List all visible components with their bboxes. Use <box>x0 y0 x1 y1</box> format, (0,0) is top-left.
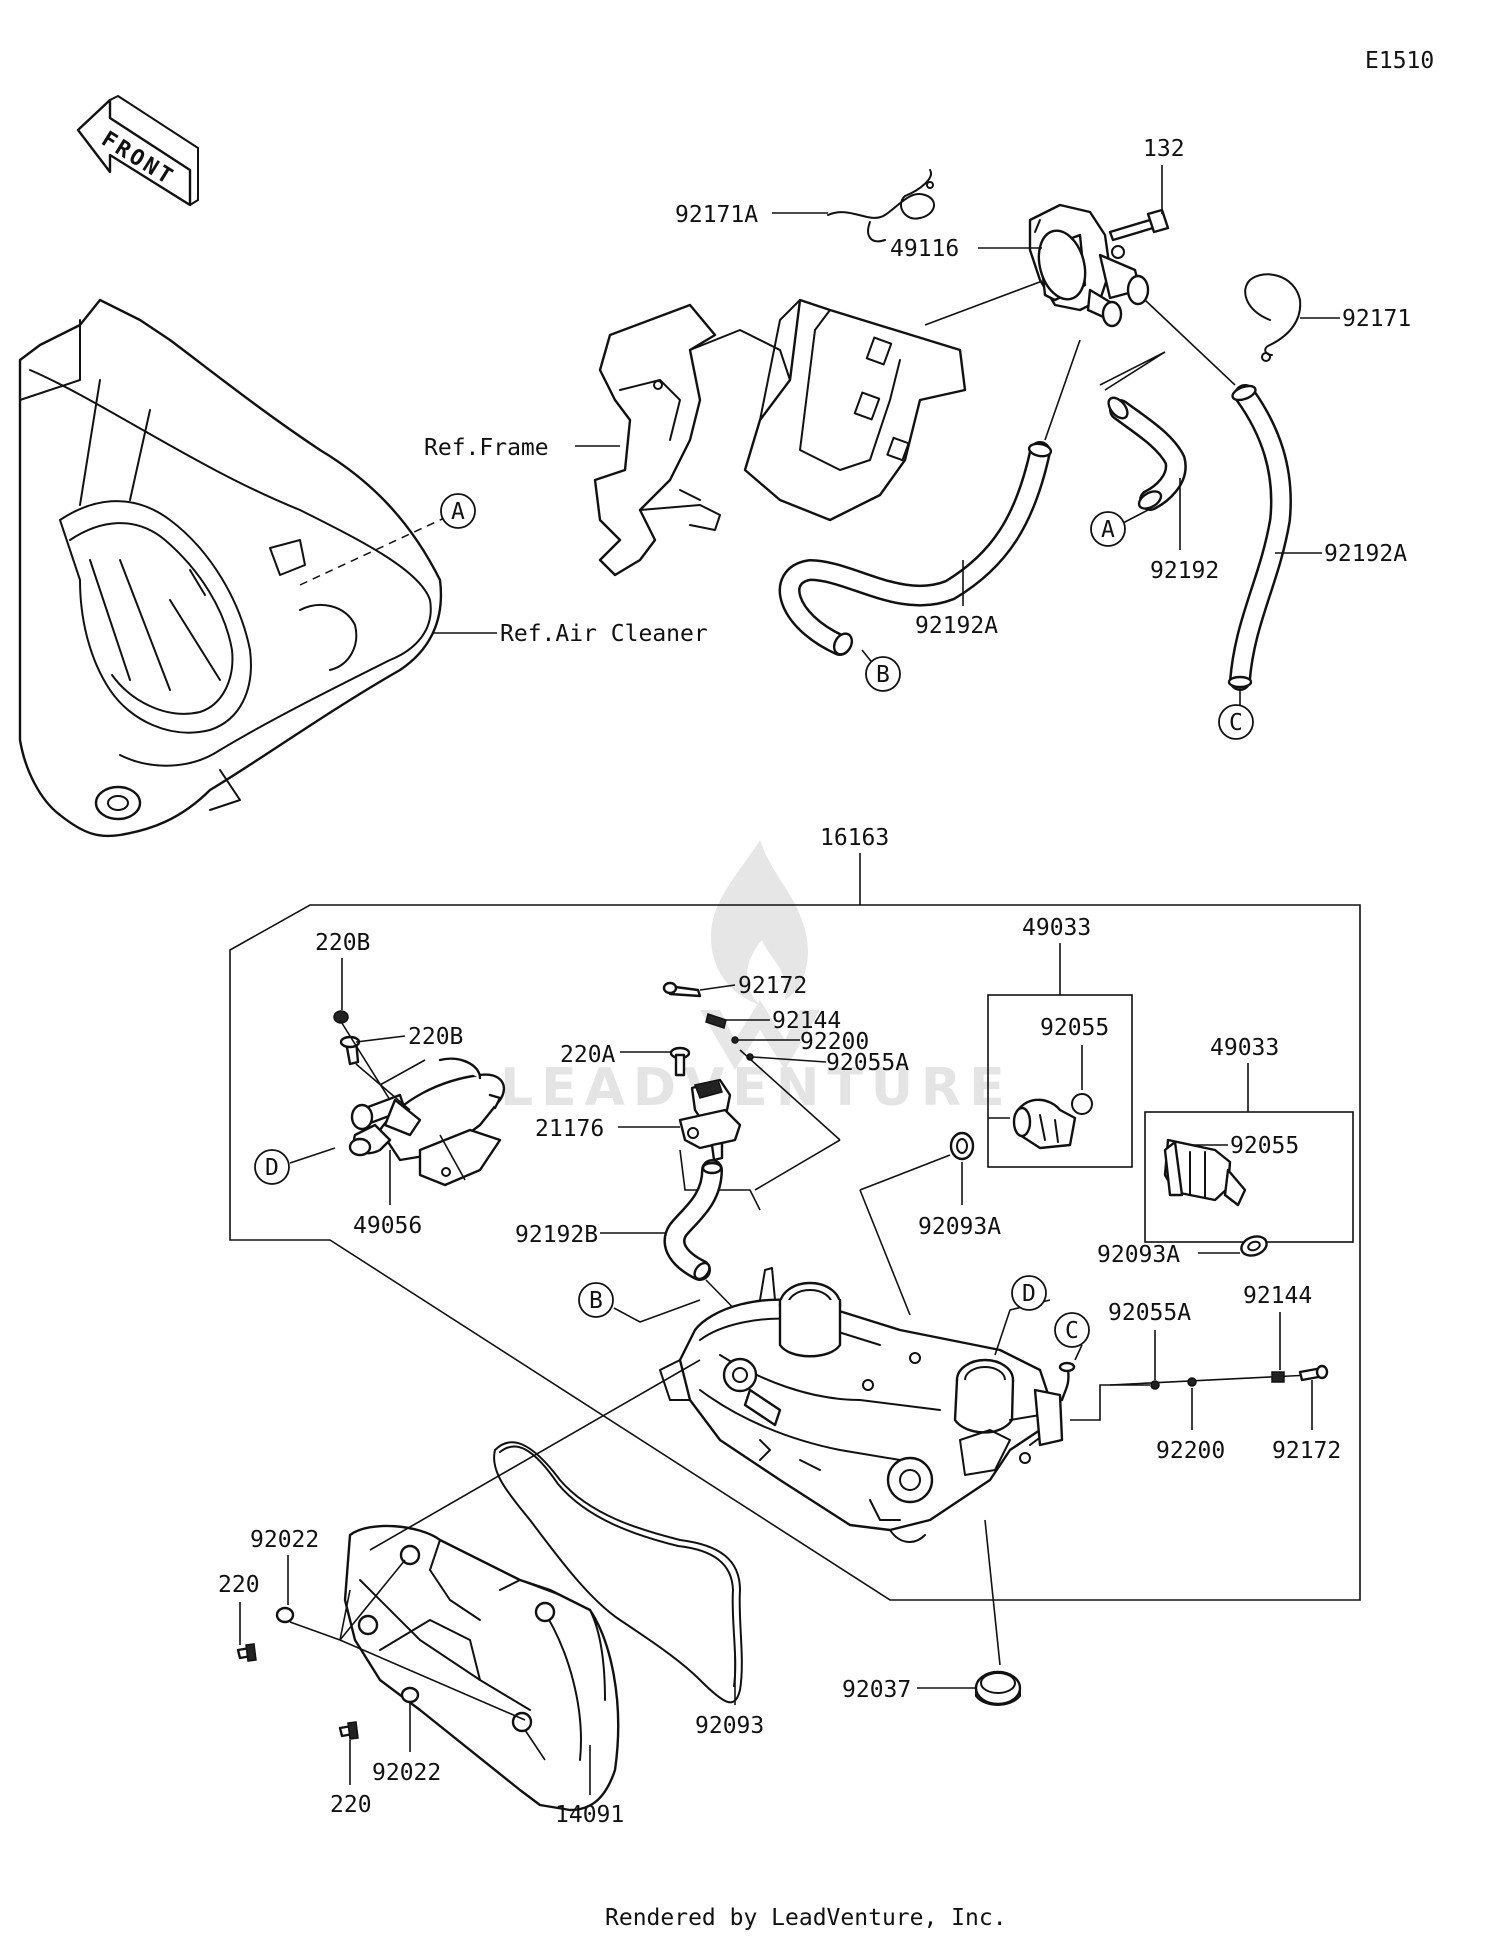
part-92171: 92171 <box>1342 306 1411 332</box>
injector-right <box>1163 1138 1247 1207</box>
part-220-bottom: 220 <box>330 1792 372 1818</box>
clip-92171a <box>827 169 935 243</box>
o-ring-92055a-right <box>1150 1380 1160 1390</box>
screw-220-bottom <box>338 1721 359 1740</box>
callout-a-mid: A <box>1101 517 1115 543</box>
part-92093a-right: 92093A <box>1097 1242 1180 1268</box>
ring-92200-right <box>1187 1377 1197 1387</box>
part-92022-top: 92022 <box>250 1527 319 1553</box>
clip-92171 <box>1244 273 1302 362</box>
part-92192a-right: 92192A <box>1324 541 1407 567</box>
hose-92192a-left <box>778 441 1053 656</box>
part-92200-right: 92200 <box>1156 1438 1225 1464</box>
o-ring-92093a-right <box>1240 1235 1268 1257</box>
part-220a: 220A <box>560 1042 616 1068</box>
part-49033-left: 49033 <box>1022 915 1091 941</box>
part-92037: 92037 <box>842 1677 911 1703</box>
part-92172-top: 92172 <box>738 973 807 999</box>
part-92171a: 92171A <box>675 202 758 228</box>
callout-b-top: B <box>876 662 890 688</box>
ref-air-cleaner: Ref.Air Cleaner <box>500 621 708 647</box>
part-220b-top: 220B <box>315 930 370 956</box>
part-220-top: 220 <box>218 1572 260 1598</box>
callout-b-mid: B <box>589 1288 603 1314</box>
part-92055-right: 92055 <box>1230 1133 1299 1159</box>
callout-a-top: A <box>451 499 465 525</box>
ref-frame: Ref.Frame <box>424 435 549 461</box>
sensor-21176 <box>678 1078 742 1162</box>
screw-92172-top <box>662 981 702 998</box>
part-16163: 16163 <box>820 825 889 851</box>
part-92200-top: 92200 <box>800 1029 869 1055</box>
cover-14091 <box>343 1524 620 1812</box>
diagram-code: E1510 <box>1365 48 1434 74</box>
part-49033-right: 49033 <box>1210 1035 1279 1061</box>
o-ring-92055-left <box>1071 1093 1093 1115</box>
part-92144-right: 92144 <box>1243 1283 1312 1309</box>
part-92093a-left: 92093A <box>918 1214 1001 1240</box>
screw-220b-mid <box>339 1035 361 1066</box>
hose-92192b <box>663 1159 723 1281</box>
washer-92022-bottom <box>400 1686 420 1704</box>
bolt-132 <box>1108 208 1170 242</box>
part-92192: 92192 <box>1150 558 1219 584</box>
part-92055a-right: 92055A <box>1108 1300 1191 1326</box>
air-valve-49116 <box>1028 203 1150 328</box>
throttle-body-assembly <box>659 1267 1076 1543</box>
washer-92022-top <box>275 1606 295 1624</box>
callout-d-left: D <box>265 1155 279 1181</box>
spring-92144-top <box>705 1013 727 1029</box>
callout-c-mid: C <box>1065 1318 1079 1344</box>
hose-92192a-right <box>1227 384 1292 691</box>
o-ring-92093a-left <box>949 1131 975 1161</box>
kit-49033-left-box <box>987 994 1133 1168</box>
seal-92093 <box>493 1441 743 1704</box>
part-14091: 14091 <box>555 1802 624 1828</box>
spring-92144-right <box>1271 1371 1285 1383</box>
footer-credit: Rendered by LeadVenture, Inc. <box>605 1905 1007 1931</box>
injector-left <box>1012 1098 1077 1150</box>
screw-220-top <box>236 1643 257 1662</box>
frame-bracket <box>593 298 967 577</box>
watermark-text: LEADVENTURE <box>500 1058 1013 1118</box>
part-92022-bottom: 92022 <box>372 1760 441 1786</box>
callout-d-right: D <box>1022 1281 1036 1307</box>
callout-c-top: C <box>1229 710 1243 736</box>
part-92055-left: 92055 <box>1040 1015 1109 1041</box>
part-21176: 21176 <box>535 1116 604 1142</box>
front-arrow-icon: FRONT <box>76 95 199 207</box>
assembly-16163-outline <box>229 904 1361 1601</box>
part-92172-right: 92172 <box>1272 1438 1341 1464</box>
part-49116: 49116 <box>890 236 959 262</box>
screw-92172-right <box>1298 1364 1329 1382</box>
part-92093: 92093 <box>695 1713 764 1739</box>
part-92055a-top: 92055A <box>826 1050 909 1076</box>
part-132: 132 <box>1143 136 1185 162</box>
clamp-92037 <box>974 1670 1022 1706</box>
part-92144-top: 92144 <box>772 1008 841 1034</box>
part-49056: 49056 <box>353 1213 422 1239</box>
hose-92192 <box>1107 396 1187 511</box>
part-220b-mid: 220B <box>408 1024 463 1050</box>
part-92192b: 92192B <box>515 1222 598 1248</box>
watermark: LEADVENTURE <box>500 840 1013 1118</box>
screw-220a <box>669 1046 691 1077</box>
part-92192a-left: 92192A <box>915 613 998 639</box>
air-cleaner-housing <box>18 298 443 838</box>
bracket-49056 <box>348 1057 506 1187</box>
